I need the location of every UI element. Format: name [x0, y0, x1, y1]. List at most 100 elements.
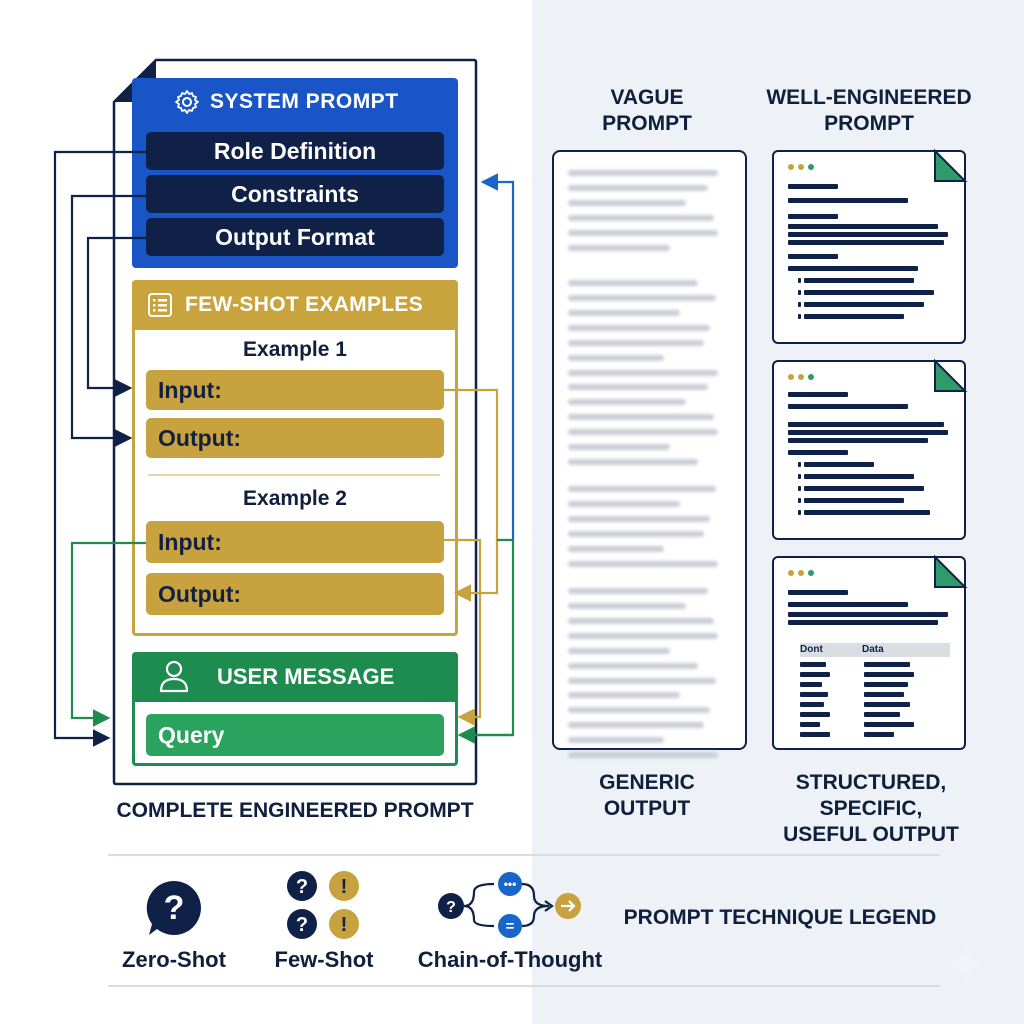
table-header-bar: [800, 643, 950, 657]
user-message-title: USER MESSAGE: [217, 664, 395, 689]
code-line: [788, 184, 838, 189]
role-definition-block: Role Definition: [146, 132, 444, 170]
blurred-text-line: [568, 633, 718, 639]
example-divider: [148, 474, 440, 476]
structured-output-caption: STRUCTURED, SPECIFIC, USEFUL OUTPUT: [744, 770, 998, 848]
code-line: [788, 450, 848, 455]
bullet: [798, 314, 801, 319]
system-prompt-title: SYSTEM PROMPT: [210, 90, 399, 113]
code-line: [788, 590, 848, 595]
svg-text:?: ?: [296, 914, 308, 936]
code-line: [804, 474, 914, 479]
zero-shot-question-icon: ?: [146, 880, 201, 935]
example-2-output: Output:: [146, 573, 444, 615]
arrow-format-to-input: [86, 236, 146, 397]
arrow-gold-to-query: [444, 538, 482, 726]
user-message-header: [132, 652, 458, 702]
code-line: [788, 602, 908, 607]
example-2-input: Input:: [146, 521, 444, 563]
svg-text:•••: •••: [504, 877, 517, 891]
svg-text:?: ?: [296, 876, 308, 898]
table-cell: [864, 692, 904, 697]
blurred-text-line: [568, 355, 664, 361]
table-cell: [800, 672, 830, 677]
generic-output-caption: GENERIC OUTPUT: [577, 770, 717, 822]
structured-output-card-1: [772, 150, 966, 344]
blurred-text-line: [568, 588, 708, 594]
code-line: [788, 266, 918, 271]
well-engineered-heading: WELL-ENGINEERED PROMPT: [750, 85, 988, 137]
window-dot: [798, 374, 804, 380]
code-line: [788, 404, 908, 409]
code-line: [788, 224, 938, 229]
window-dot: [808, 164, 814, 170]
blurred-text-line: [568, 200, 686, 206]
legend-few-shot: Few-Shot: [274, 947, 374, 972]
code-line: [788, 240, 944, 245]
user-icon: [159, 660, 189, 693]
arrow-constraints-to-output: [70, 194, 146, 447]
window-dot: [798, 570, 804, 576]
svg-text:!: !: [341, 876, 348, 898]
table-cell: [864, 702, 910, 707]
table-cell: [800, 722, 820, 727]
code-line: [788, 254, 838, 259]
example-1-label: Example 1: [243, 338, 347, 361]
blurred-text-line: [568, 170, 718, 176]
window-dot: [788, 570, 794, 576]
arrow-blue-up: [480, 173, 515, 540]
legend-bottom-divider: [108, 985, 940, 987]
legend-zero-shot: Zero-Shot: [122, 947, 226, 972]
well-heading-line1: WELL-ENGINEERED: [766, 86, 972, 109]
arrow-input2-to-query-left: [70, 541, 146, 727]
example-2-label: Example 2: [243, 487, 347, 510]
bullet: [798, 486, 801, 491]
window-dot: [798, 164, 804, 170]
window-dot: [788, 164, 794, 170]
blurred-text-line: [568, 486, 716, 492]
svg-text:?: ?: [446, 899, 456, 916]
output-format-block: Output Format: [146, 218, 444, 256]
blurred-text-line: [568, 245, 670, 251]
blurred-text-line: [568, 663, 698, 669]
bullet: [798, 302, 801, 307]
vague-heading-line2: PROMPT: [602, 112, 692, 135]
constraints-block: Constraints: [146, 175, 444, 213]
vague-prompt-panel: [552, 150, 747, 758]
blurred-text-line: [568, 459, 698, 465]
code-line: [804, 302, 924, 307]
code-line: [788, 620, 938, 625]
blurred-text-line: [568, 722, 704, 728]
table-cell: [800, 692, 828, 697]
well-heading-line2: PROMPT: [824, 112, 914, 135]
few-shot-title: FEW-SHOT EXAMPLES: [185, 293, 424, 316]
arrow-role-to-query: [53, 150, 146, 747]
blurred-text-line: [568, 414, 714, 420]
example-1-output: Output:: [146, 418, 444, 458]
bullet: [798, 498, 801, 503]
window-dot: [808, 374, 814, 380]
chain-of-thought-icon: ? ••• =: [438, 872, 581, 938]
blurred-text-line: [568, 185, 708, 191]
code-line: [788, 198, 908, 203]
code-line: [804, 314, 904, 319]
code-line: [804, 462, 874, 467]
few-shot-header: [132, 280, 458, 330]
table-cell: [864, 662, 910, 667]
table-cell: [800, 682, 822, 687]
code-line: [804, 290, 934, 295]
gear-icon: [175, 90, 199, 114]
blurred-text-line: [568, 429, 718, 435]
vague-heading: VAGUE PROMPT: [577, 85, 717, 137]
code-line: [788, 232, 948, 237]
blurred-text-line: [568, 384, 708, 390]
blurred-text-line: [568, 561, 718, 567]
code-line: [788, 612, 948, 617]
blurred-text-line: [568, 516, 710, 522]
blurred-text-line: [568, 370, 718, 376]
code-line: [788, 438, 928, 443]
window-dot: [808, 570, 814, 576]
legend-chain-of-thought: Chain-of-Thought: [417, 947, 603, 972]
complete-prompt-caption: COMPLETE ENGINEERED PROMPT: [116, 799, 474, 822]
